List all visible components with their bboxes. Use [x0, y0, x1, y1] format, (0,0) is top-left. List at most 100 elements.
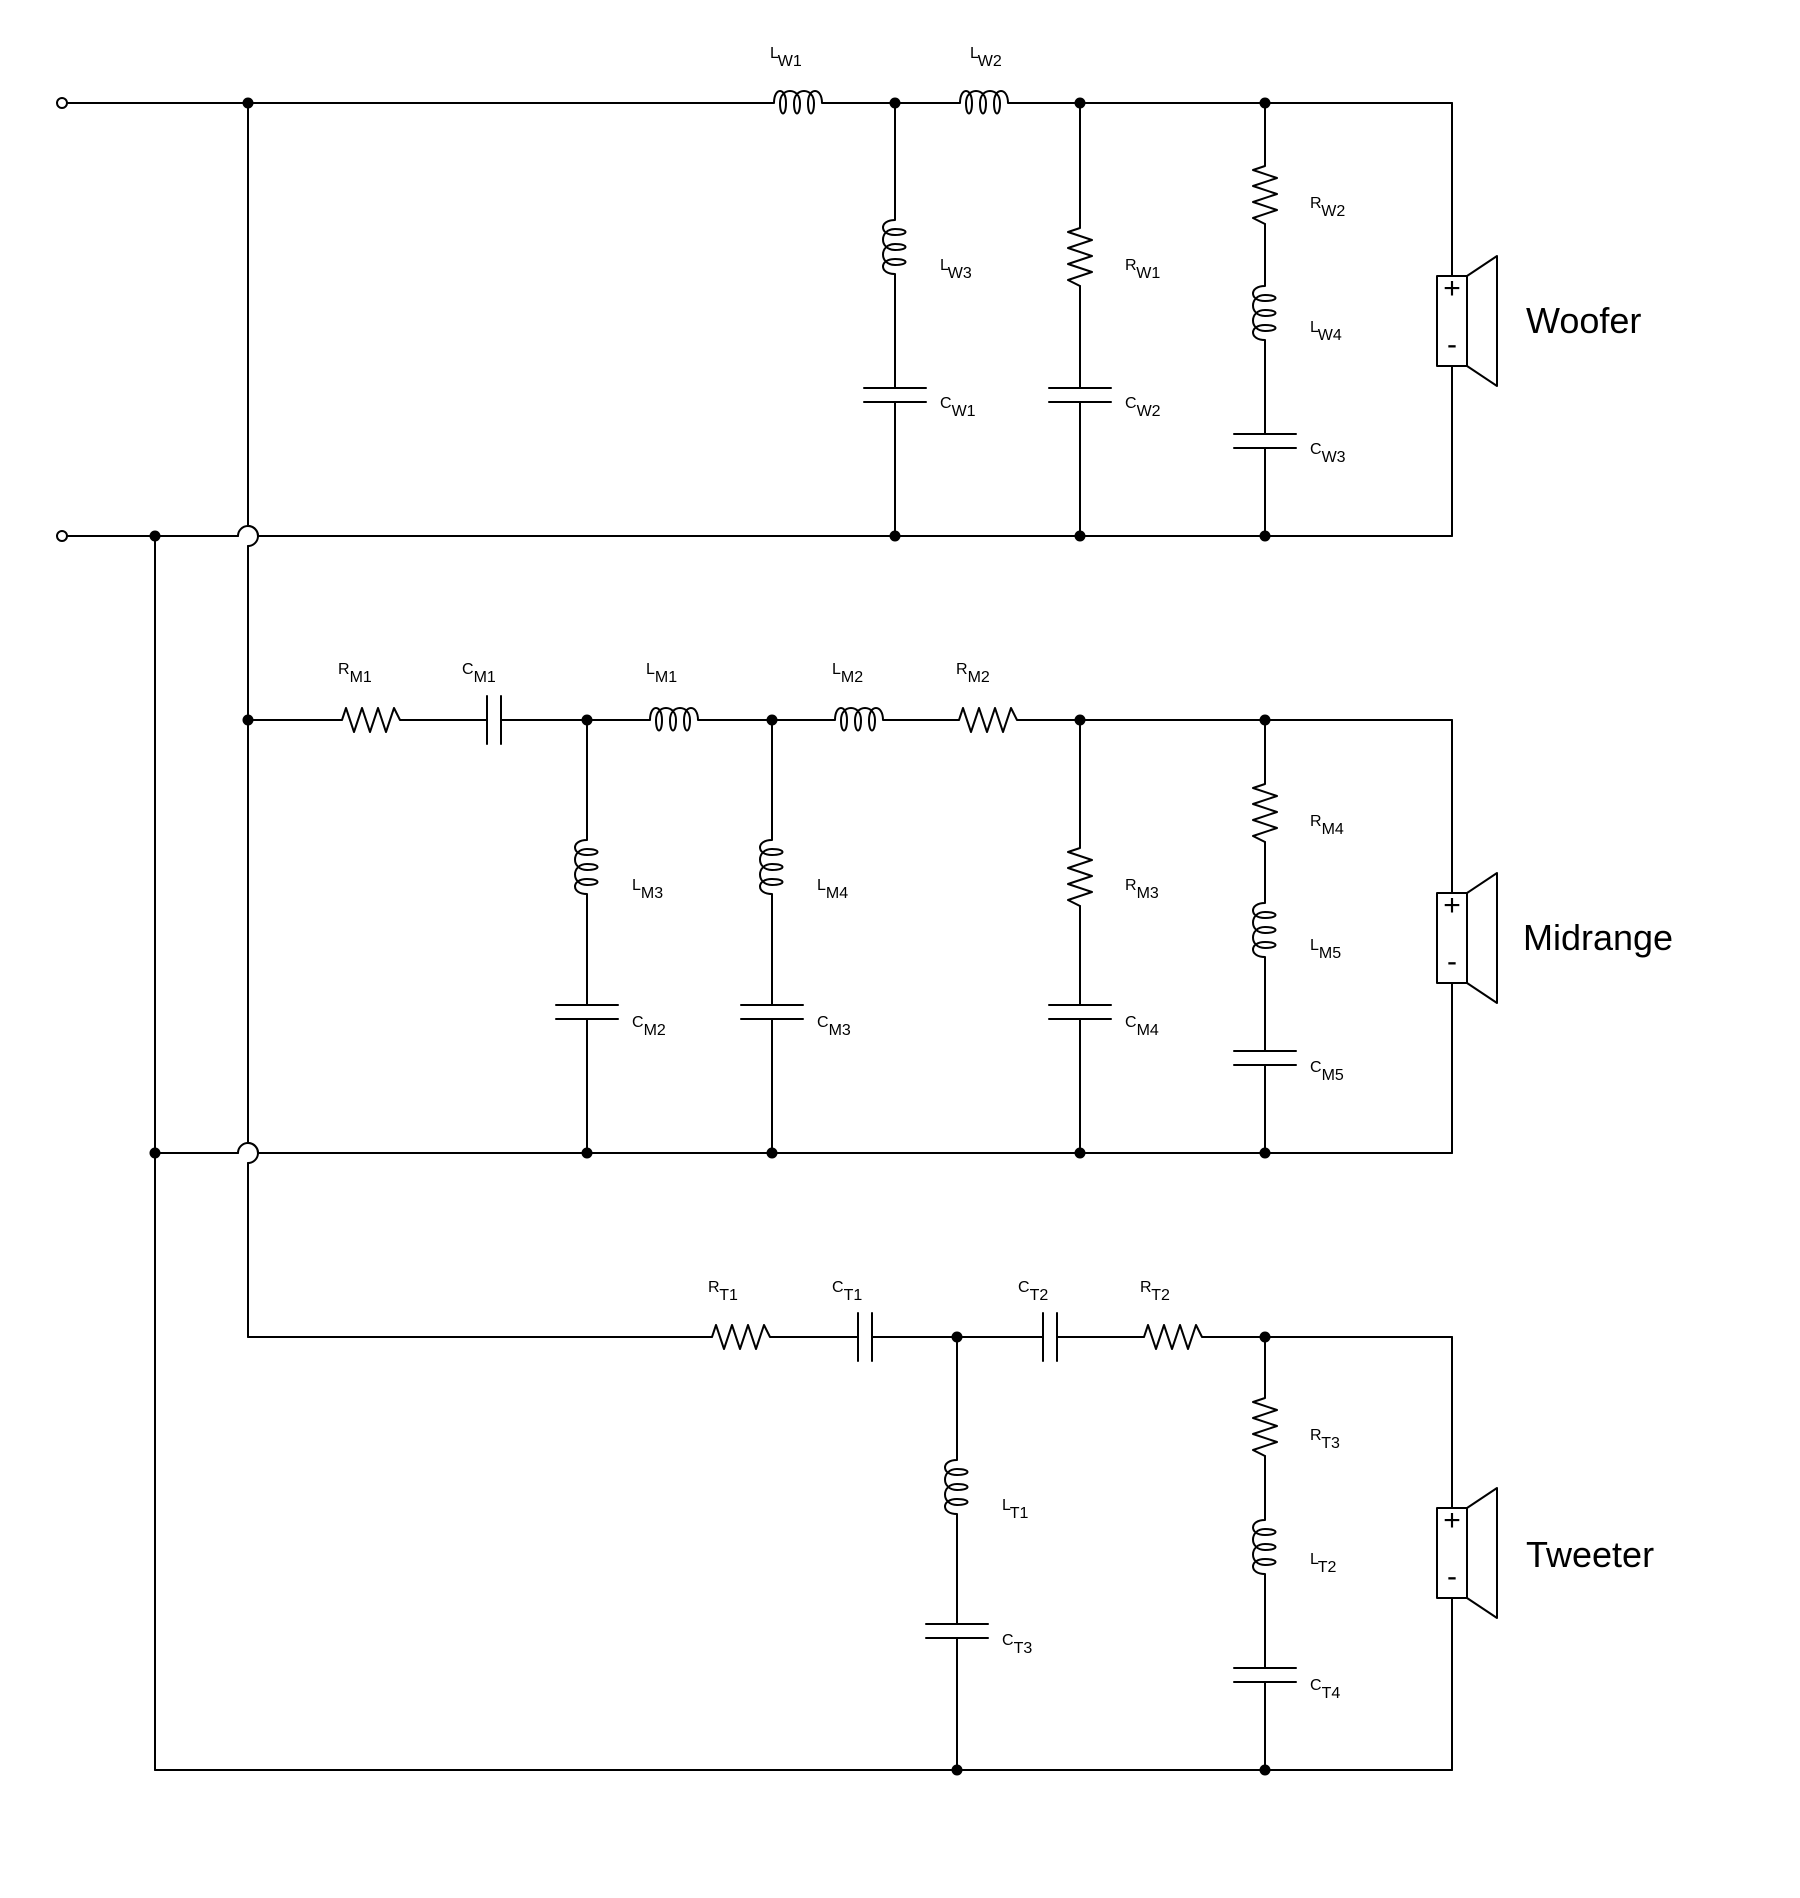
- speaker-plus-sign: +: [1443, 1504, 1461, 1537]
- junction-dot: [149, 1147, 161, 1159]
- label-RM3: RM3: [1125, 877, 1159, 902]
- label-CM1: CM1: [462, 661, 496, 686]
- inductor-LT1: [944, 1449, 969, 1539]
- label-RW2: RW2: [1310, 195, 1345, 220]
- wire-crossover-hop: [247, 1142, 259, 1164]
- resistor-RT2: [1137, 1324, 1209, 1350]
- label-RM1: RM1: [338, 661, 372, 686]
- driver-label-midrange: Midrange: [1523, 917, 1673, 958]
- speaker-woofer: + - Woofer: [1436, 255, 1641, 387]
- capacitors-vertical: [555, 387, 1297, 1683]
- resistor-RM4: [1252, 777, 1278, 843]
- junction-dot: [889, 97, 901, 109]
- inductor-LM1: [639, 707, 721, 732]
- junction-dot: [1259, 714, 1271, 726]
- label-CT2: CT2: [1018, 1279, 1048, 1304]
- resistor-RW2: [1252, 159, 1278, 225]
- label-RW1: RW1: [1125, 257, 1160, 282]
- label-CT1: CT1: [832, 1279, 862, 1304]
- junction-dot: [1259, 1764, 1271, 1776]
- label-CM4: CM4: [1125, 1014, 1159, 1039]
- junction-dot: [1074, 714, 1086, 726]
- wire-crossover-hop: [237, 1142, 259, 1154]
- label-RT3: RT3: [1310, 1427, 1340, 1452]
- junction-dot: [1259, 1331, 1271, 1343]
- label-CW1: CW1: [940, 395, 976, 420]
- speaker-minus-sign: -: [1447, 328, 1457, 361]
- resistors-horizontal: [335, 707, 1209, 1350]
- driver-label-woofer: Woofer: [1526, 300, 1641, 341]
- junction-dot: [1259, 1147, 1271, 1159]
- junction-dot: [581, 714, 593, 726]
- junction-dot: [1074, 530, 1086, 542]
- inductor-LW1: [763, 90, 845, 115]
- wires: [63, 102, 1453, 1771]
- inductor-LM4: [759, 829, 784, 919]
- resistor-RM1: [335, 707, 407, 733]
- label-LW4: LW4: [1310, 319, 1342, 344]
- label-LT1: LT1: [1002, 1497, 1028, 1522]
- speaker-tweeter: + - Tweeter: [1436, 1487, 1654, 1619]
- capacitor-CT3: [925, 1623, 989, 1639]
- resistor-RM3: [1067, 841, 1093, 907]
- label-LM1: LM1: [646, 661, 677, 686]
- label-LT2: LT2: [1310, 1551, 1336, 1576]
- capacitor-CM3: [740, 1004, 804, 1020]
- label-CW2: CW2: [1125, 395, 1161, 420]
- label-LW1: LW1: [770, 45, 802, 70]
- label-LM4: LM4: [817, 877, 848, 902]
- driver-label-tweeter: Tweeter: [1526, 1534, 1654, 1575]
- junction-dot: [242, 97, 254, 109]
- inductor-LT2: [1252, 1509, 1277, 1595]
- junction-dot: [951, 1331, 963, 1343]
- resistor-RT3: [1252, 1391, 1278, 1457]
- label-CM3: CM3: [817, 1014, 851, 1039]
- junction-dot: [889, 530, 901, 542]
- wire-crossover-hop: [237, 525, 259, 537]
- input-terminal-negative: [56, 530, 68, 542]
- inductor-LM5: [1252, 892, 1277, 978]
- label-LM5: LM5: [1310, 937, 1341, 962]
- speaker-plus-sign: +: [1443, 272, 1461, 305]
- speaker-cone-icon: [1466, 872, 1498, 1004]
- speaker-plus-sign: +: [1443, 889, 1461, 922]
- resistors-vertical: [1067, 159, 1278, 1457]
- capacitors-horizontal: [486, 695, 1058, 1362]
- capacitor-CM2: [555, 1004, 619, 1020]
- inductor-LM3: [574, 829, 599, 919]
- junction-dot: [1074, 97, 1086, 109]
- capacitor-CT1: [857, 1312, 873, 1362]
- resistor-RW1: [1067, 221, 1093, 287]
- input-terminal-positive: [56, 97, 68, 109]
- inductor-LW3: [882, 209, 907, 299]
- wire-crossover-hop: [247, 525, 259, 547]
- junction-dot: [1259, 97, 1271, 109]
- junction-dot: [581, 1147, 593, 1159]
- resistor-RM2: [952, 707, 1024, 733]
- junction-dot: [766, 1147, 778, 1159]
- label-CM2: CM2: [632, 1014, 666, 1039]
- speaker-cone-icon: [1466, 255, 1498, 387]
- speaker-cone-icon: [1466, 1487, 1498, 1619]
- label-RT1: RT1: [708, 1279, 738, 1304]
- inductors-vertical: [574, 209, 1277, 1595]
- inductor-LW4: [1252, 275, 1277, 361]
- input-terminals: [56, 97, 68, 542]
- label-CT3: CT3: [1002, 1632, 1032, 1657]
- label-CT4: CT4: [1310, 1677, 1340, 1702]
- label-RM2: RM2: [956, 661, 990, 686]
- capacitor-CT2: [1042, 1312, 1058, 1362]
- capacitor-CW3: [1233, 433, 1297, 449]
- label-CM5: CM5: [1310, 1059, 1344, 1084]
- capacitor-CM1: [486, 695, 502, 745]
- label-LW3: LW3: [940, 257, 972, 282]
- capacitor-CM5: [1233, 1050, 1297, 1066]
- speaker-midrange: + - Midrange: [1436, 872, 1673, 1004]
- inductors-horizontal: [639, 90, 1031, 732]
- junction-dot: [1074, 1147, 1086, 1159]
- junction-dot: [242, 714, 254, 726]
- junction-dot: [149, 530, 161, 542]
- label-CW3: CW3: [1310, 441, 1346, 466]
- capacitor-CM4: [1048, 1004, 1112, 1020]
